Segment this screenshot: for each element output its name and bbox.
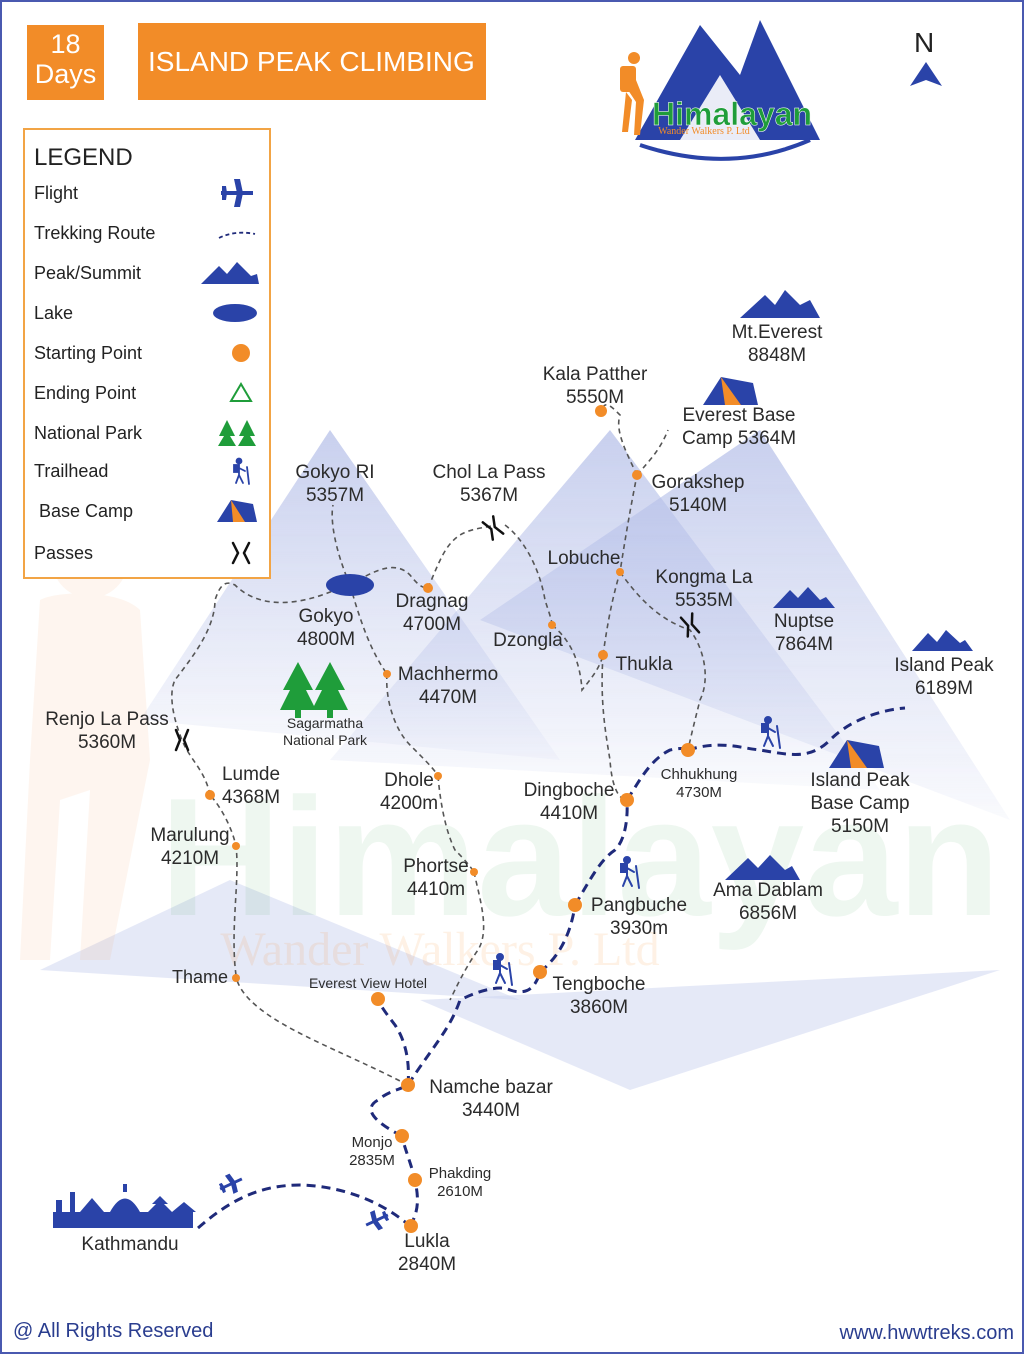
legend-item-trailhead: Trailhead	[34, 456, 259, 486]
place-kathmandu: Kathmandu	[81, 1234, 179, 1255]
legend-item-ending-point: Ending Point	[34, 378, 259, 408]
legend-item-starting-point: Starting Point	[34, 338, 259, 368]
place-thukla: Thukla	[615, 654, 673, 675]
page-title: ISLAND PEAK CLIMBING	[148, 46, 475, 77]
hiker-icon	[233, 457, 250, 485]
hiker-icons	[493, 716, 781, 986]
trekking-routes-thin	[171, 404, 706, 1086]
pass-icon	[231, 541, 251, 565]
peak-icons	[725, 290, 973, 880]
place-lobuche: Lobuche	[547, 548, 621, 569]
legend-item-trekking-route: Trekking Route	[34, 218, 259, 248]
legend-box: LEGEND Flight Trekking Route Peak/Summit…	[23, 128, 271, 579]
tent-icons	[703, 377, 884, 768]
legend-item-passes: Passes	[34, 538, 259, 568]
airplane-icons	[218, 1173, 390, 1231]
gokyo-lake	[326, 574, 374, 596]
days-label: Days	[34, 59, 97, 89]
north-arrow-icon	[910, 62, 942, 86]
watermark-tagline: Wander Walkers P. Ltd	[220, 923, 659, 976]
brand-name: Himalayan	[652, 96, 812, 132]
place-thame: Thame	[171, 967, 229, 987]
dashed-route-icon	[218, 231, 256, 239]
island-peak-icon	[912, 630, 973, 651]
orange-dot-icon	[232, 344, 250, 362]
legend-item-base-camp: Base Camp	[34, 496, 259, 526]
website-link[interactable]: www.hwwtreks.com	[839, 1322, 1014, 1344]
everest-peak-icon	[740, 290, 820, 318]
copyright-notice: @ All Rights Reserved	[13, 1320, 214, 1342]
legend-title: LEGEND	[34, 144, 133, 171]
airplane-icon	[221, 179, 253, 207]
mountain-icon	[201, 262, 259, 284]
lake-icon	[213, 304, 257, 322]
north-label: N	[914, 27, 935, 58]
place-dzongla: Dzongla	[493, 630, 563, 651]
national-park-trees-icon	[280, 662, 348, 718]
background-mountains	[40, 430, 1010, 1090]
days-badge: 18 Days	[27, 25, 104, 100]
days-number: 18	[50, 29, 81, 59]
route-point-dots	[205, 405, 695, 1233]
legend-item-flight: Flight	[34, 178, 259, 208]
trees-icon	[218, 420, 256, 446]
legend-item-lake: Lake	[34, 298, 259, 328]
triangle-outline-icon	[229, 382, 253, 402]
kathmandu-skyline-icon	[53, 1184, 196, 1228]
watermark-name: Himalayan	[160, 763, 1000, 951]
place-everest-view-hotel: Everest View Hotel	[308, 975, 427, 991]
legend-item-peak: Peak/Summit	[34, 258, 259, 288]
nuptse-peak-icon	[773, 587, 835, 608]
legend-item-national-park: National Park	[34, 418, 259, 448]
brand-tagline: Wander Walkers P. Ltd	[658, 126, 750, 137]
tent-icon	[217, 500, 257, 522]
title-badge: ISLAND PEAK CLIMBING	[138, 23, 486, 100]
ama-dablam-peak-icon	[725, 855, 800, 880]
brand-logo: Himalayan Wander Walkers P. Ltd	[620, 20, 820, 161]
pass-markers	[174, 515, 701, 752]
